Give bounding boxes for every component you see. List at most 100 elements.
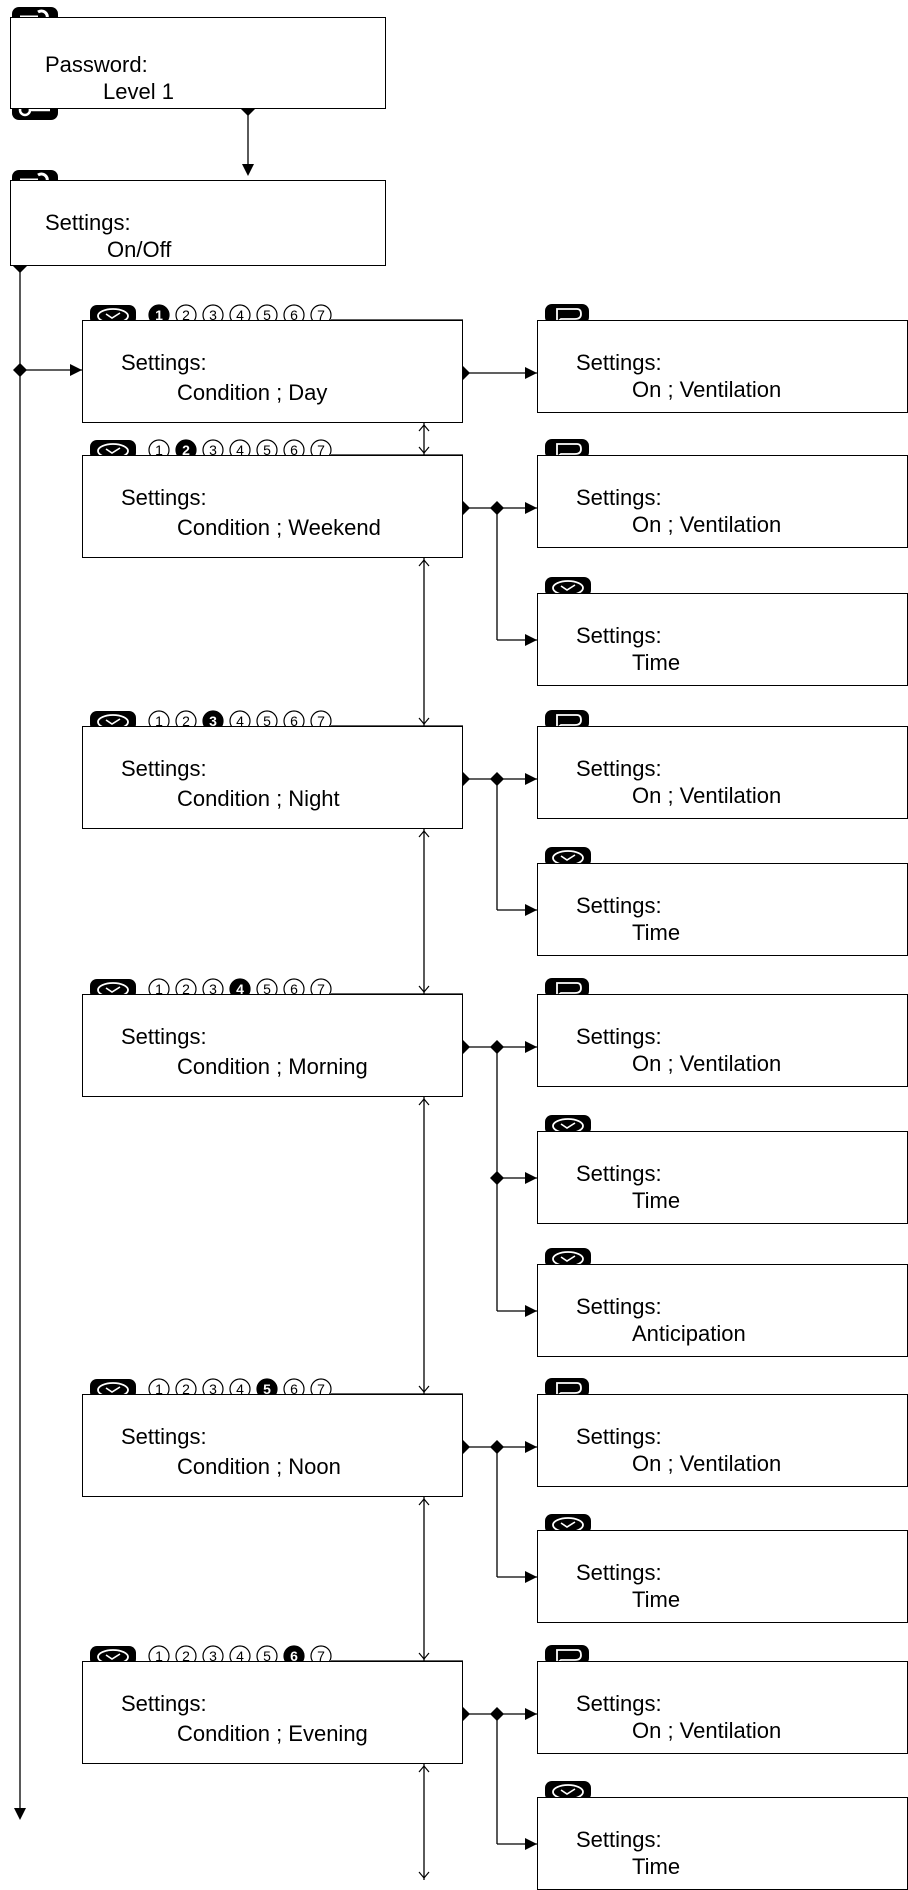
child-box-6-2[interactable]: Settings:Time (537, 1797, 908, 1890)
arrow-down (242, 164, 254, 176)
day-number: 2 (182, 1648, 190, 1664)
arrow-right (525, 367, 537, 379)
chevron-up-icon (418, 424, 430, 432)
child-box-3-2[interactable]: Settings:Time (537, 863, 908, 956)
child-value: On ; Ventilation (632, 783, 782, 808)
day-number: 5 (263, 307, 271, 323)
settings-onoff-label: Settings: (45, 210, 131, 235)
child-label: Settings: (576, 1024, 662, 1049)
condition-value: Condition ; Weekend (177, 515, 381, 540)
day-number: 3 (209, 981, 217, 997)
day-number: 3 (209, 307, 217, 323)
chevron-up-icon (418, 830, 430, 838)
day-number: 3 (209, 442, 217, 458)
day-number: 4 (236, 307, 244, 323)
fan-glyph (556, 1382, 582, 1398)
password-box[interactable]: Password: Level 1 (10, 17, 386, 109)
clock-hands (105, 1386, 121, 1393)
chevron-down-icon (418, 1652, 430, 1660)
child-label: Settings: (576, 1560, 662, 1585)
child-box-5-2[interactable]: Settings:Time (537, 1530, 908, 1623)
day-number: 4 (236, 442, 244, 458)
day-number: 1 (155, 307, 163, 323)
junction-diamond (490, 1171, 504, 1185)
child-value: Time (632, 1587, 681, 1612)
child-box-4-1[interactable]: Settings:On ; Ventilation (537, 994, 908, 1087)
clock-hands (105, 718, 121, 725)
condition-label: Settings: (121, 485, 207, 510)
day-number: 5 (263, 713, 271, 729)
child-value: Anticipation (632, 1321, 746, 1346)
day-number: 2 (182, 1381, 190, 1397)
child-box-5-1[interactable]: Settings:On ; Ventilation (537, 1394, 908, 1487)
day-number: 3 (209, 1648, 217, 1664)
child-box-4-3[interactable]: Settings:Anticipation (537, 1264, 908, 1357)
child-value: On ; Ventilation (632, 1451, 782, 1476)
clock-hands (560, 1255, 576, 1262)
fan-glyph (556, 982, 582, 998)
child-label: Settings: (576, 485, 662, 510)
day-number: 4 (236, 1381, 244, 1397)
condition-label: Settings: (121, 1424, 207, 1449)
child-label: Settings: (576, 893, 662, 918)
child-label: Settings: (576, 1294, 662, 1319)
clock-hands (560, 584, 576, 591)
arrow-right (525, 1571, 537, 1583)
clock-hands (105, 447, 121, 454)
day-number: 7 (317, 307, 325, 323)
clock-hands (560, 1521, 576, 1528)
day-number: 4 (236, 1648, 244, 1664)
child-value: Time (632, 1188, 681, 1213)
day-number: 5 (263, 981, 271, 997)
chevron-up-icon (418, 1765, 430, 1773)
child-box-4-2[interactable]: Settings:Time (537, 1131, 908, 1224)
password-label: Password: (45, 52, 148, 77)
day-number: 5 (263, 1381, 271, 1397)
day-number: 1 (155, 981, 163, 997)
arrow-right (525, 1305, 537, 1317)
condition-value: Condition ; Night (177, 786, 340, 811)
child-box-1-1[interactable]: Settings:On ; Ventilation (537, 320, 908, 413)
clock-hands (105, 1653, 121, 1660)
arrow-right (525, 1172, 537, 1184)
settings-onoff-box[interactable]: Settings: On/Off (10, 180, 386, 266)
child-value: On ; Ventilation (632, 1718, 782, 1743)
child-label: Settings: (576, 1424, 662, 1449)
condition-label: Settings: (121, 756, 207, 781)
day-number: 5 (263, 1648, 271, 1664)
child-box-2-2[interactable]: Settings:Time (537, 593, 908, 686)
child-label: Settings: (576, 1161, 662, 1186)
condition-box-1[interactable]: Settings:Condition ; Day (82, 320, 463, 423)
day-number: 2 (182, 981, 190, 997)
arrow-right (70, 364, 82, 376)
arrow-right (525, 773, 537, 785)
condition-box-2[interactable]: Settings: Condition ; Weekend (82, 455, 463, 558)
day-number: 1 (155, 713, 163, 729)
day-number: 7 (317, 1648, 325, 1664)
child-box-6-1[interactable]: Settings:On ; Ventilation (537, 1661, 908, 1754)
chevron-down-icon (418, 717, 430, 725)
arrow-right (525, 1441, 537, 1453)
condition-box-6[interactable]: Settings:Condition ; Evening (82, 1661, 463, 1764)
day-number: 4 (236, 713, 244, 729)
condition-value: Condition ; Evening (177, 1721, 368, 1746)
fan-glyph (556, 443, 582, 459)
child-box-3-1[interactable]: Settings:On ; Ventilation (537, 726, 908, 819)
chevron-down-icon (418, 985, 430, 993)
day-number: 7 (317, 442, 325, 458)
day-number: 1 (155, 1648, 163, 1664)
clock-hands (560, 854, 576, 861)
chevron-down-icon (418, 1385, 430, 1393)
clock-hands (105, 986, 121, 993)
condition-box-5[interactable]: Settings:Condition ; Noon (82, 1394, 463, 1497)
child-value: Time (632, 920, 681, 945)
arrow-right (525, 904, 537, 916)
condition-box-3[interactable]: Settings: Condition ; Night (82, 726, 463, 829)
condition-box-4[interactable]: Settings:Condition ; Morning (82, 994, 463, 1097)
arrow-right (525, 634, 537, 646)
day-number: 6 (290, 1381, 298, 1397)
child-box-2-1[interactable]: Settings:On ; Ventilation (537, 455, 908, 548)
condition-value: Condition ; Morning (177, 1054, 368, 1079)
condition-value: Condition ; Day (177, 380, 328, 405)
